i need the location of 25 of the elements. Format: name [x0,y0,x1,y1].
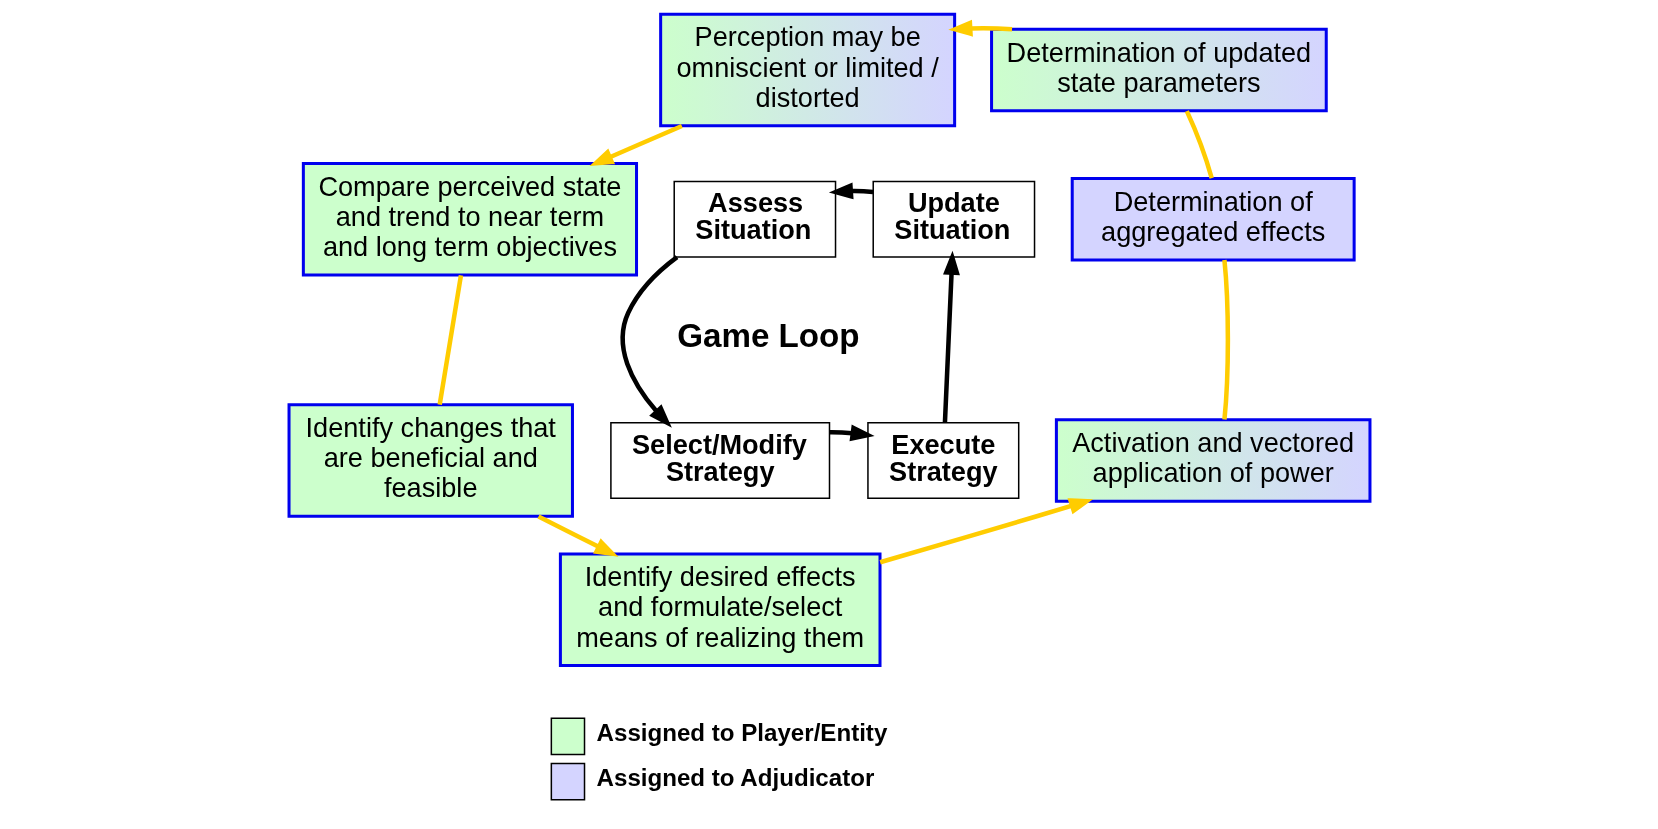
node-box: Update Situation [871,180,1035,258]
node-box: Compare perceived state and trend to near term and long term objectives [301,162,638,277]
node-box: Identify changes that are beneficial and feasible [287,403,574,518]
connector [1184,110,1214,179]
node-box: Determination of updated state parameters [989,27,1328,113]
legend-label: Assigned to Player/Entity [596,718,887,746]
arrow [947,19,1012,37]
node-box: Determination of aggregated effects [1070,177,1356,262]
node-box: Execute Strategy [866,422,1019,499]
arrow [829,424,875,442]
node-box: Assess Situation [672,180,836,258]
label: Game Loop [676,316,860,354]
arrow [942,250,960,423]
arrow [879,498,1093,565]
legend-label: Assigned to Adjudicator [596,763,874,791]
arrow [828,182,873,200]
connector [1221,259,1230,420]
node-box: Activation and vectored application of power [1054,418,1371,503]
node-box: Select/Modify Strategy [609,422,830,499]
arrow [619,255,678,428]
node-box: Perception may be omniscient or limited / distorted [658,12,956,128]
arrow [537,514,618,557]
connector [436,275,463,405]
arrow [589,123,683,166]
node-box: Identify desired effects and formulate/select means of realizing them [558,552,881,667]
